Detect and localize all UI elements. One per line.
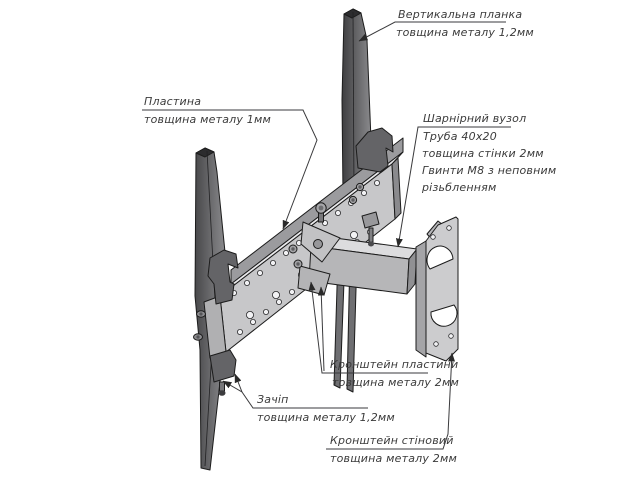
leader-hook-2 — [234, 373, 243, 393]
label-hinge-line2: товщина стінки 2мм — [422, 147, 544, 160]
label-hinge-line4: різьбленням — [421, 181, 496, 194]
bottom-hook-clamp — [209, 349, 237, 396]
label-wall-bracket-spec: товщина металу 2мм — [330, 452, 457, 465]
m8-bolt — [361, 211, 380, 247]
label-plate-name: Пластина — [144, 95, 201, 108]
label-plate-bracket-spec: товщина металу 2мм — [332, 376, 459, 389]
label-plate-bracket-name: Кронштейн пластини — [330, 358, 458, 371]
leader-lines — [142, 21, 511, 450]
leader-plate-bracket — [308, 281, 428, 374]
rear-vertical-plank — [333, 8, 372, 393]
label-hinge-line3: Гвинти М8 з неповним — [422, 164, 556, 177]
plate-bolts — [348, 182, 365, 205]
label-hook-name: Зачіп — [257, 393, 289, 406]
leader-hinge-unit — [395, 126, 511, 248]
leader-vertical-plank — [358, 21, 506, 42]
arm-end-face — [406, 248, 418, 295]
bracket-upper-cutout — [426, 245, 454, 270]
leader-plate-bracket-2 — [317, 286, 325, 372]
clamp-screw-head — [218, 390, 226, 396]
wall-bracket — [415, 216, 459, 362]
label-vertical-plank-name: Вертикальна планка — [398, 8, 522, 21]
wing-bolts — [193, 310, 206, 341]
label-hinge-name: Шарнірний вузол — [423, 112, 526, 125]
label-hinge-line1: Труба 40х20 — [423, 130, 497, 143]
label-hook-spec: товщина металу 1,2мм — [257, 411, 395, 424]
clamp-screw — [219, 381, 225, 392]
leader-wall-bracket — [326, 352, 456, 450]
label-wall-bracket-name: Кронштейн стіновий — [330, 434, 454, 447]
leader-plate — [142, 109, 318, 230]
right-hook-clamp — [355, 127, 394, 173]
wall-bracket-side — [415, 240, 427, 358]
wall-bracket-face — [425, 216, 459, 362]
leader-hook — [222, 380, 368, 409]
labels: Вертикальна планка товщина металу 1,2мм … — [144, 8, 556, 465]
bracket-lower-cutout — [430, 304, 458, 327]
plate-end-cap — [391, 157, 402, 220]
left-hook-clamp — [207, 249, 239, 305]
label-plate-spec: товщина металу 1мм — [144, 113, 271, 126]
label-vertical-plank-spec: товщина металу 1,2мм — [396, 26, 534, 39]
